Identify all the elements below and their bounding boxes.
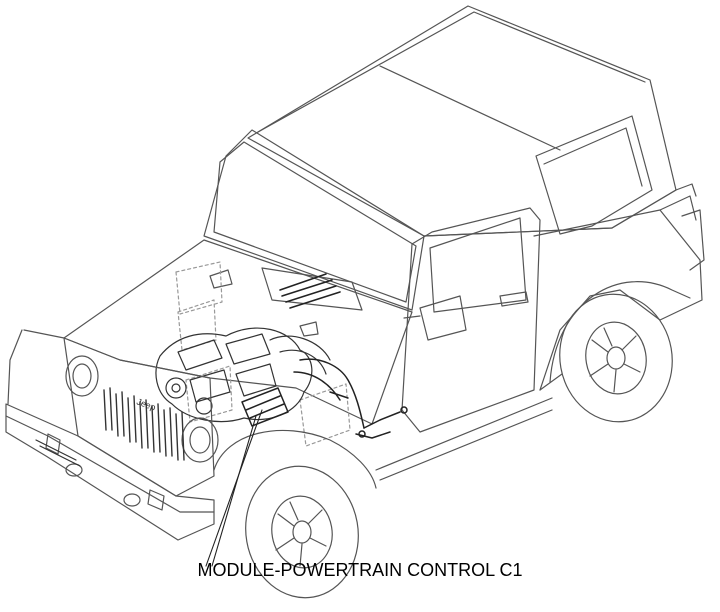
- front-fender: [7, 329, 377, 489]
- rear-side-window: [535, 115, 653, 235]
- soft-top: [247, 5, 677, 237]
- rear-wheel: [559, 293, 673, 423]
- powertrain-control-module: [241, 387, 289, 427]
- callout-leader: [205, 409, 263, 567]
- callout-label: MODULE-POWERTRAIN CONTROL C1: [197, 560, 523, 580]
- hidden-components: [175, 261, 351, 447]
- wiring-harness: [293, 358, 408, 439]
- front-wheel: [245, 465, 359, 599]
- door: [401, 207, 541, 433]
- rocker: [375, 397, 553, 481]
- engine: [155, 327, 331, 423]
- side-mirror: [403, 295, 467, 341]
- rear-corner: [681, 209, 705, 271]
- windshield: [203, 129, 425, 311]
- rear-fender: [549, 281, 691, 383]
- front-bumper: [5, 403, 215, 541]
